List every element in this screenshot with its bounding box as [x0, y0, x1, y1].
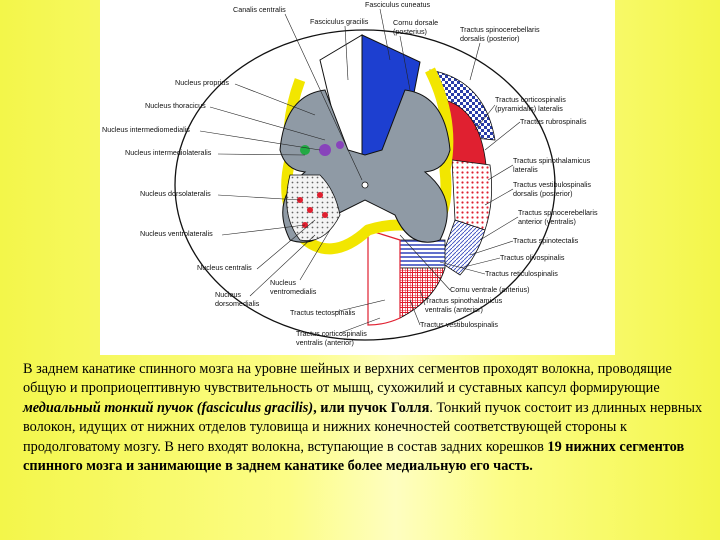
- ventral-horn-nuclei: [286, 174, 341, 242]
- label-nucleus-thoracicus: Nucleus thoracicus: [145, 101, 206, 110]
- label-tract-spinothalamicus-ventralis: Tractus spinothalamicus: [425, 296, 503, 305]
- spinal-cord-diagram: Canalis centralis Fasciculus cuneatus Fa…: [100, 0, 615, 355]
- caption-part-3: , или пучок Голля: [313, 399, 430, 416]
- label-tract-olivospinalis: Tractus olivospinalis: [500, 253, 565, 262]
- label-fasciculus-cuneatus: Fasciculus cuneatus: [365, 0, 431, 9]
- nucleus-red-3: [317, 192, 323, 198]
- caption-part-5: 19 нижних сегментов спинного мозга и зан…: [23, 438, 685, 475]
- central-canal: [361, 181, 369, 189]
- label-tract-spinothalamicus-ventralis-sub: ventralis (anterior): [425, 305, 483, 314]
- label-nucleus-dorsomedialis-sub: dorsomedialis: [215, 299, 260, 308]
- caption-part-1: В заднем канатике спинного мозга на уров…: [23, 361, 672, 397]
- label-tract-spinotectalis: Tractus spinotectalis: [513, 236, 579, 245]
- label-tract-spinocerebellaris-dorsalis-sub: dorsalis (posterior): [460, 34, 520, 43]
- label-cornu-dorsale-sub: (posterius): [393, 27, 427, 36]
- label-nucleus-intermediomedialis: Nucleus intermediomedialis: [102, 125, 190, 134]
- caption-text: В заднем канатике спинного мозга на уров…: [23, 360, 713, 476]
- label-nucleus-centralis: Nucleus centralis: [197, 263, 252, 272]
- label-tract-vestibulospinalis: Tractus vestibulospinalis: [420, 320, 498, 329]
- label-nucleus-ventromedialis-sub: ventromedialis: [270, 287, 317, 296]
- leader-lines: [199, 8, 521, 334]
- caption-part-4: . Тонкий пучок состоит из длинных нервны…: [23, 399, 703, 455]
- label-tract-corticospinalis-sub: (pyramidalis) lateralis: [495, 104, 563, 113]
- label-nucleus-dorsomedialis: Nucleus: [215, 290, 241, 299]
- tract-spinocerebellar-ant-area: [439, 219, 486, 276]
- tract-spinothalamic-area: [451, 159, 493, 231]
- label-cornu-ventrale: Cornu ventrale (anterius): [450, 285, 530, 294]
- nucleus-green: [300, 145, 310, 155]
- tract-reticulospinal-area: [399, 239, 446, 269]
- label-tract-spinothalamicus-lateralis-sub: lateralis: [513, 165, 538, 174]
- label-tract-spinocerebellaris-dorsalis: Tractus spinocerebellaris: [460, 25, 540, 34]
- nucleus-violet: [319, 144, 331, 156]
- nucleus-red-5: [322, 212, 328, 218]
- label-tract-spinocerebellaris-anterior: Tractus spinocerebellaris: [518, 208, 598, 217]
- tract-corticospinal-ventral-area: [367, 229, 401, 326]
- label-tract-vestibulospinalis-dorsalis: Tractus vestibulospinalis: [513, 180, 591, 189]
- label-tract-vestibulospinalis-dorsalis-sub: dorsalis (posterior): [513, 189, 573, 198]
- label-tract-corticospinalis: Tractus corticospinalis: [495, 95, 566, 104]
- label-tract-spinothalamicus-lateralis: Tractus spinothalamicus: [513, 156, 591, 165]
- label-nucleus-intermediolateralis: Nucleus intermediolateralis: [125, 148, 212, 157]
- label-canalis-centralis: Canalis centralis: [233, 5, 286, 14]
- caption-part-2: медиальный тонкий пучок (fasciculus grac…: [23, 399, 314, 416]
- label-tract-corticospinalis-ventralis: Tractus corticospinalis: [296, 329, 367, 338]
- label-nucleus-dorsolateralis: Nucleus dorsolateralis: [140, 189, 211, 198]
- label-nucleus-proprius: Nucleus proprius: [175, 78, 229, 87]
- tract-vestibulospinal-area: [399, 267, 446, 319]
- spinal-cord-cross-section: Canalis centralis Fasciculus cuneatus Fa…: [102, 0, 598, 347]
- label-cornu-dorsale: Cornu dorsale: [393, 18, 438, 27]
- label-nucleus-ventrolateralis: Nucleus ventrolateralis: [140, 229, 213, 238]
- label-tract-tectospinalis: Tractus tectospinalis: [290, 308, 356, 317]
- nucleus-violet-small: [336, 141, 344, 149]
- nucleus-red-2: [307, 207, 313, 213]
- label-tract-rubrospinalis: Tractus rubrospinalis: [520, 117, 587, 126]
- label-tract-corticospinalis-ventralis-sub: ventralis (anterior): [296, 338, 354, 347]
- label-tract-reticulospinalis: Tractus reticulospinalis: [485, 269, 558, 278]
- label-tract-spinocerebellaris-anterior-sub: anterior (ventralis): [518, 217, 576, 226]
- label-nucleus-ventromedialis: Nucleus: [270, 278, 296, 287]
- label-fasciculus-gracilis: Fasciculus gracilis: [310, 17, 369, 26]
